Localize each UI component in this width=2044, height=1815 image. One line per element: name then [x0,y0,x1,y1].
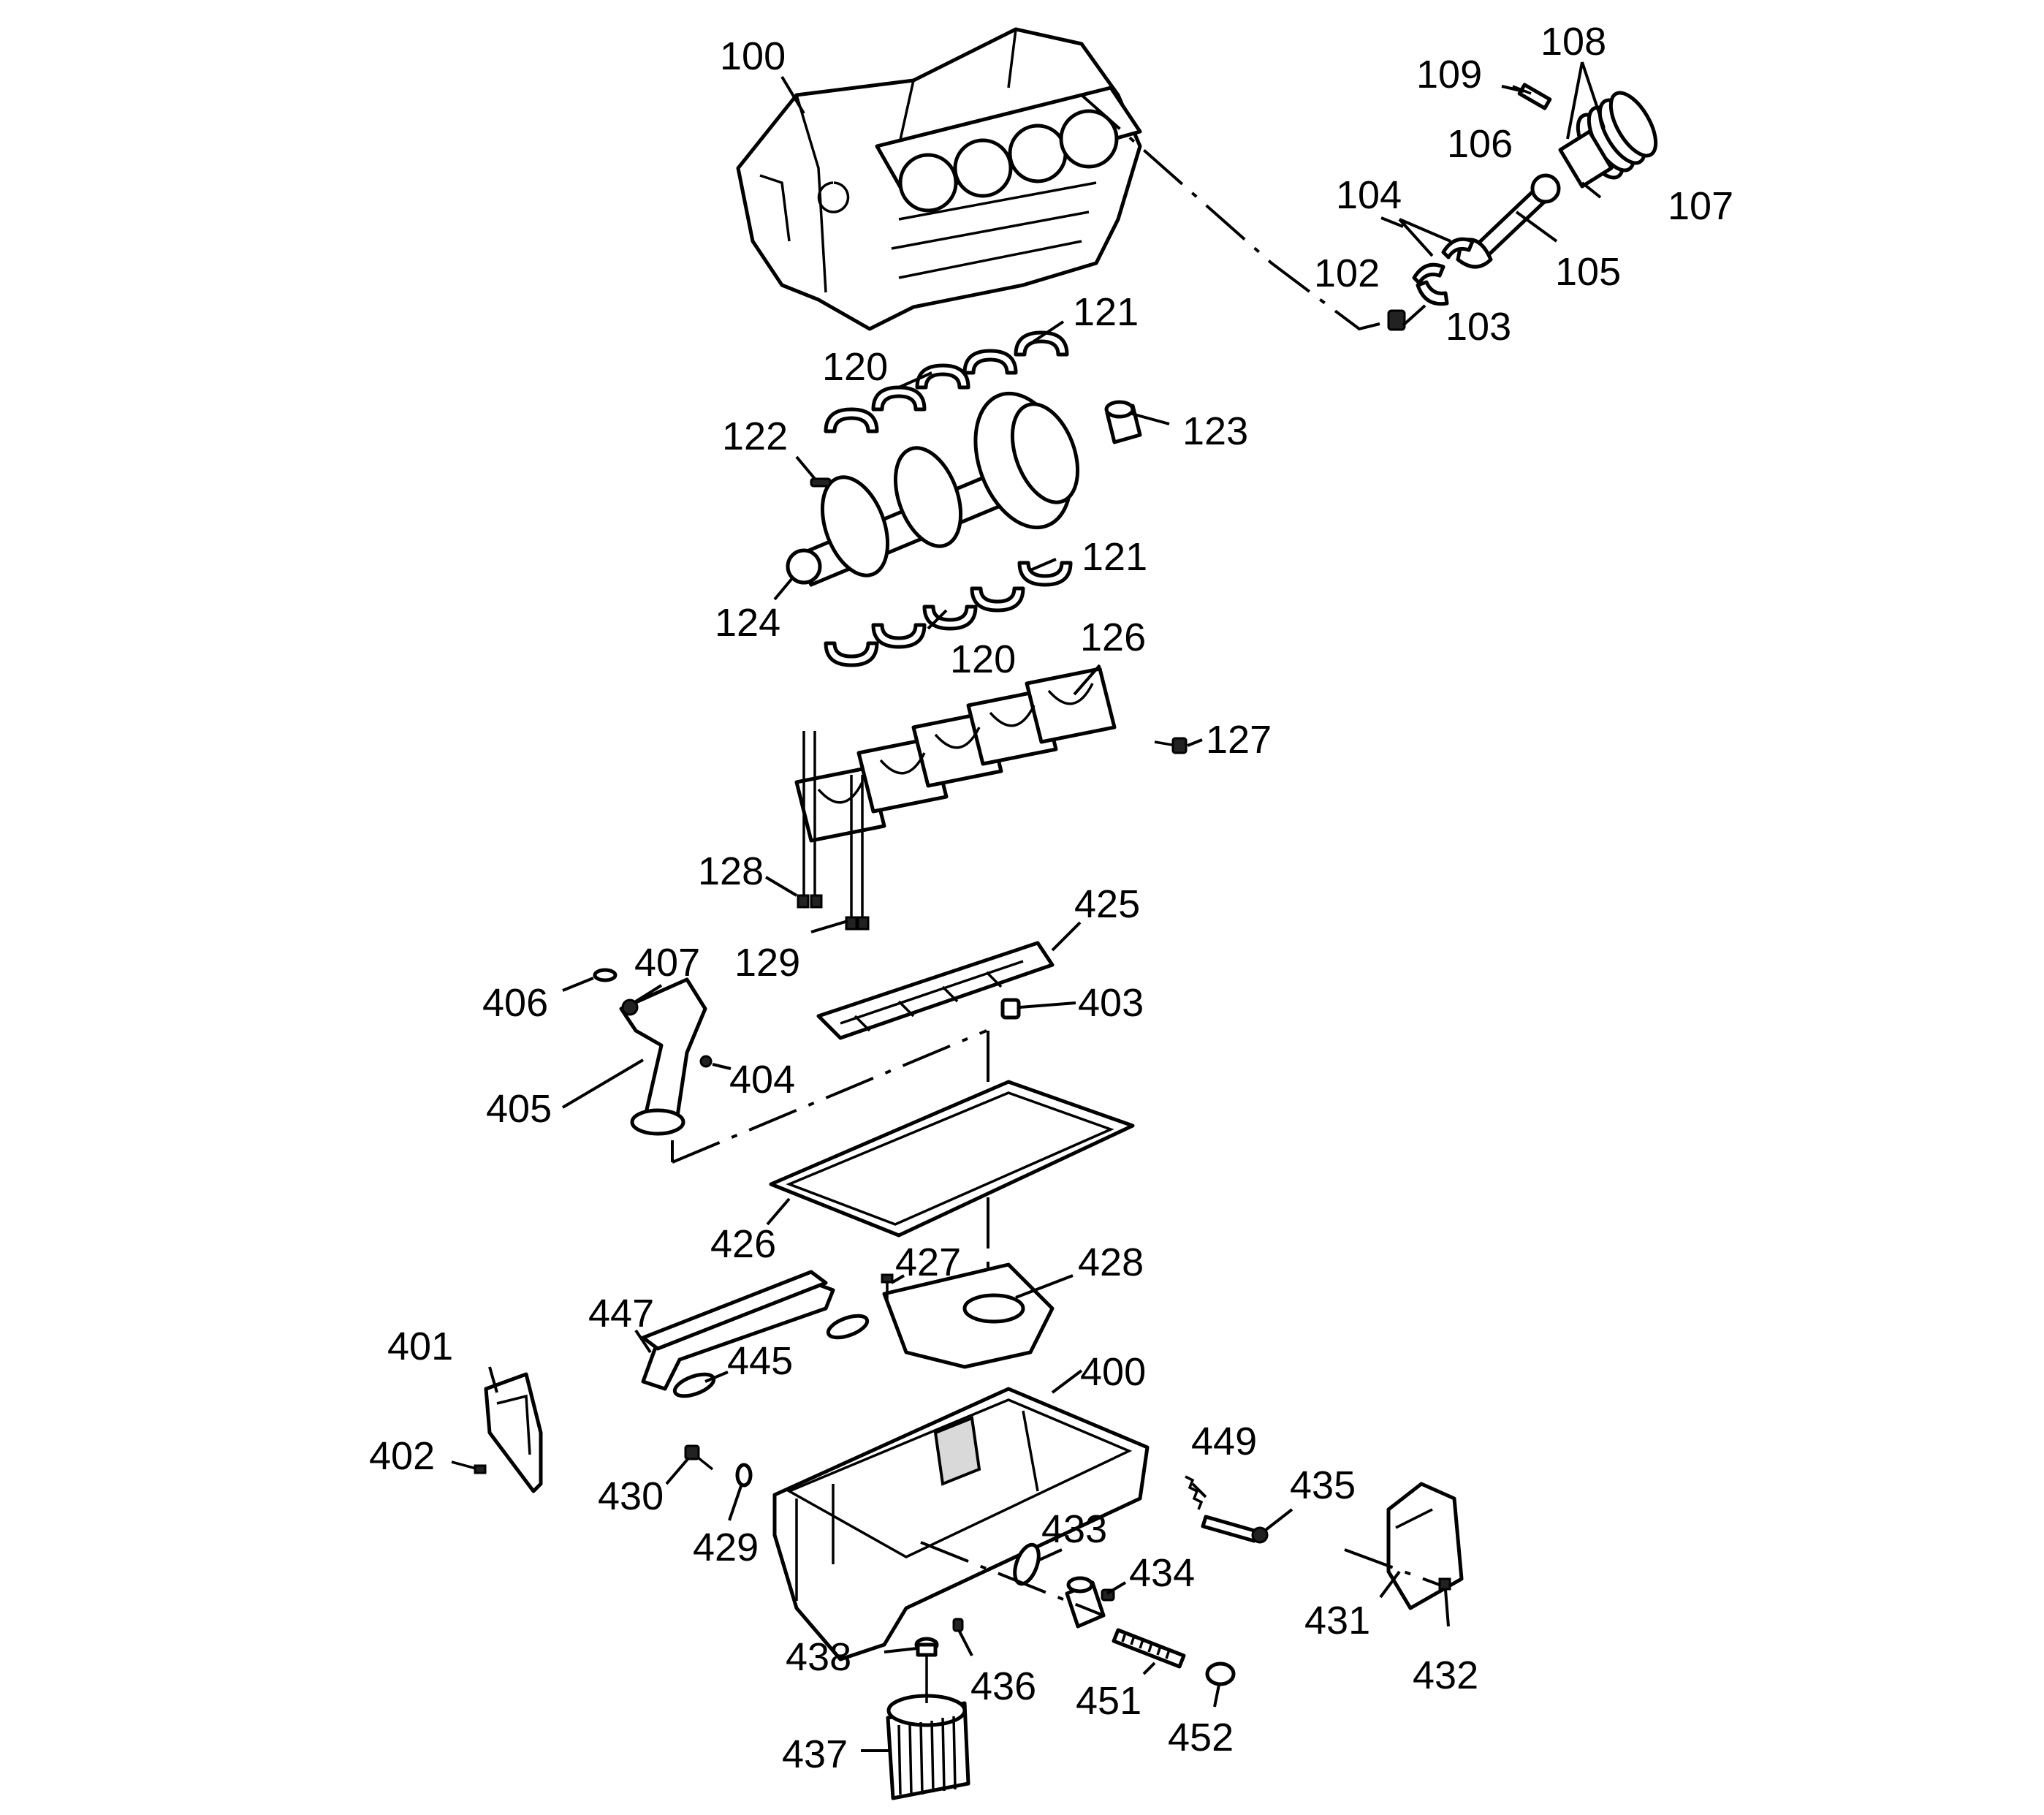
label-106: 106 [1447,122,1513,166]
oil-filter-adapter [1065,1576,1106,1629]
piston-pin [1512,83,1552,110]
main-cap-side-bolt [1154,737,1188,754]
label-445: 445 [727,1339,793,1383]
label-404: 404 [729,1058,795,1102]
label-100: 100 [720,34,786,78]
stud-nut [1205,1661,1236,1686]
front-cover-plate [484,1372,543,1493]
oil-pump-o-ring [593,968,618,982]
alignment-line-filter [920,1541,1104,1617]
alignment-line-shield [1344,1548,1444,1588]
upper-main-bearings [824,330,1069,433]
oil-filter [886,1656,970,1800]
label-432: 432 [1413,1653,1478,1697]
label-437: 437 [782,1732,848,1776]
rod-bearings [1412,237,1475,285]
label-433: 433 [1041,1507,1107,1551]
label-103: 103 [1445,305,1511,349]
crank-sprocket [1104,400,1142,444]
oil-pan [772,1387,1150,1661]
rod-cap-and-bolt [1387,280,1449,331]
label-402: 402 [369,1434,435,1478]
label-451: 451 [1076,1679,1141,1723]
piston-rings [1576,91,1658,180]
leader-lines [488,61,1606,1752]
label-108: 108 [1540,20,1606,64]
label-438: 438 [786,1635,851,1679]
label-434: 434 [1129,1551,1195,1595]
label-107: 107 [1668,184,1733,228]
label-403: 403 [1078,981,1144,1025]
label-121-lower: 121 [1082,535,1147,579]
label-102: 102 [1314,251,1380,295]
label-406: 406 [482,981,548,1025]
baffle-bolt [881,1273,894,1301]
cover-bolt [451,1460,487,1474]
lower-main-bearings [824,561,1073,667]
label-122: 122 [722,414,788,458]
crank-key [810,477,832,488]
label-129: 129 [734,941,800,985]
label-124: 124 [715,601,780,645]
threaded-stud [1112,1628,1186,1669]
label-431: 431 [1304,1599,1370,1642]
small-plug [952,1618,964,1632]
connecting-rod [1456,173,1561,269]
pickup-bolt [699,1055,713,1068]
label-447: 447 [588,1292,654,1335]
oil-cooler-pipes [641,1270,835,1391]
label-435: 435 [1290,1463,1356,1507]
alignment-line-pickup [672,1029,987,1164]
label-120-upper: 120 [822,345,888,389]
label-121-upper: 121 [1073,290,1139,334]
oil-pan-shield [1386,1482,1464,1610]
oil-filter-fitting [914,1637,939,1657]
label-426: 426 [710,1222,776,1266]
label-120-lower: 120 [950,637,1016,681]
main-cap-bolts [797,731,870,931]
label-123: 123 [1182,409,1248,453]
deflector-nut [1000,998,1021,1020]
pan-bolt [684,1444,714,1471]
shield-bolt [1438,1577,1451,1591]
engine-block [736,27,1142,331]
oil-deflector [816,941,1055,1040]
adapter-spring [1185,1475,1204,1510]
oil-pump-screen-assembly [619,977,707,1136]
label-436: 436 [970,1664,1036,1708]
label-109: 109 [1416,53,1482,96]
label-401: 401 [387,1325,453,1368]
adapter-bolt [1201,1515,1269,1544]
pan-o-ring [735,1463,753,1488]
main-bearing-caps [794,667,1117,843]
label-407: 407 [634,941,700,985]
label-449: 449 [1191,1420,1257,1463]
label-105: 105 [1555,250,1621,294]
label-104: 104 [1336,173,1402,217]
label-127: 127 [1206,718,1272,762]
piston [1558,129,1614,189]
label-427: 427 [895,1240,961,1284]
oil-pan-baffle [882,1262,1055,1369]
label-126: 126 [1080,615,1146,659]
oil-pan-gasket [769,1080,1135,1238]
label-429: 429 [693,1526,759,1569]
label-425: 425 [1074,882,1140,926]
label-430: 430 [598,1474,664,1518]
label-400: 400 [1080,1350,1146,1394]
alignment-line-block [1080,94,1389,331]
label-428: 428 [1078,1240,1144,1284]
label-405: 405 [486,1087,552,1131]
callout-labels: 100 102 103 104 105 106 107 108 109 120 … [369,20,1733,1776]
crankshaft [786,391,1080,587]
label-128: 128 [698,849,764,893]
label-452: 452 [1168,1716,1234,1759]
